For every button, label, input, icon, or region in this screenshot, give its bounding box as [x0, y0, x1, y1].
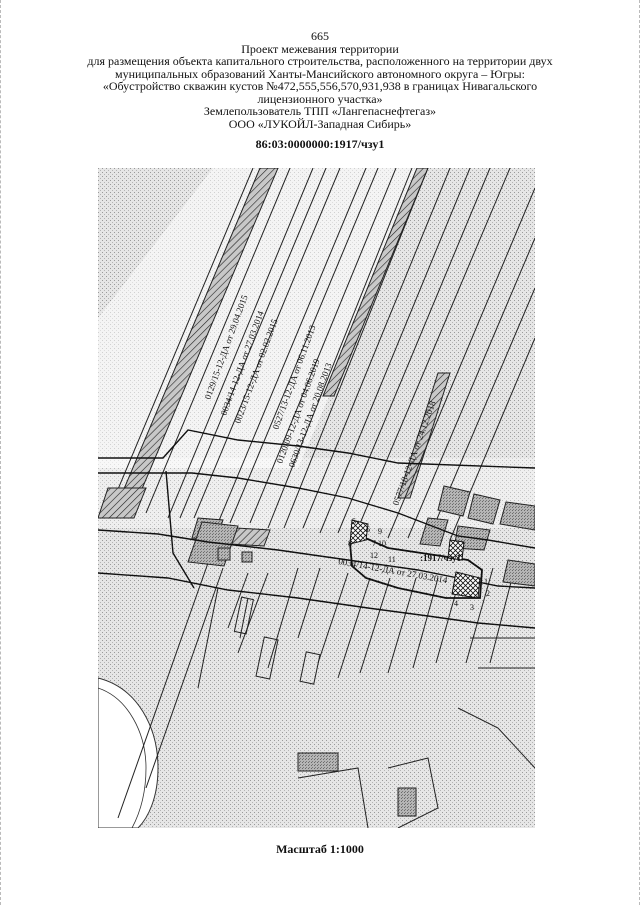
point-10: 10 [378, 539, 386, 548]
point-5: 5 [352, 517, 356, 526]
header-line-3: муниципальных образований Ханты-Мансийск… [115, 66, 525, 81]
header-line-2: для размещения объекта капитального стро… [87, 54, 553, 68]
parcel-boundary [349, 534, 483, 599]
header-line-4: «Обустройство скважин кустов №472,555,55… [102, 79, 538, 93]
point-2: 2 [486, 589, 490, 598]
point-4: 4 [454, 599, 458, 608]
parcel-label: :1917/чзу1 [420, 553, 462, 563]
page-number: 665 [311, 29, 329, 43]
lake-contour [98, 677, 159, 828]
point-7: 7 [372, 539, 376, 548]
point-6: 6 [366, 525, 370, 534]
point-9: 9 [378, 527, 382, 536]
point-8: 8 [348, 539, 352, 548]
point-12: 12 [370, 551, 378, 560]
map-scale: Масштаб 1:1000 [276, 842, 364, 856]
point-1: 1 [484, 577, 488, 586]
header-line-1: Проект межевания территории [241, 41, 399, 56]
hatched-strip-3 [397, 372, 451, 499]
header-line-7: ООО «ЛУКОЙЛ-Западная Сибирь» [228, 116, 412, 131]
point-11: 11 [388, 555, 396, 564]
header-line-6: Землепользователь ТПП «Лангепаснефтегаз» [203, 104, 437, 118]
hatched-strip-2 [322, 168, 429, 397]
document-header: 665 Проект межевания территории для разм… [0, 30, 640, 151]
point-3: 3 [470, 603, 474, 612]
header-line-5: лицензионного участка» [257, 91, 383, 106]
cadastral-number: 86:03:0000000:1917/чзу1 [255, 137, 385, 151]
cadastral-map: 0129/15-12-ДА от 29.04.2015 0034/14-12-Д… [98, 168, 535, 828]
